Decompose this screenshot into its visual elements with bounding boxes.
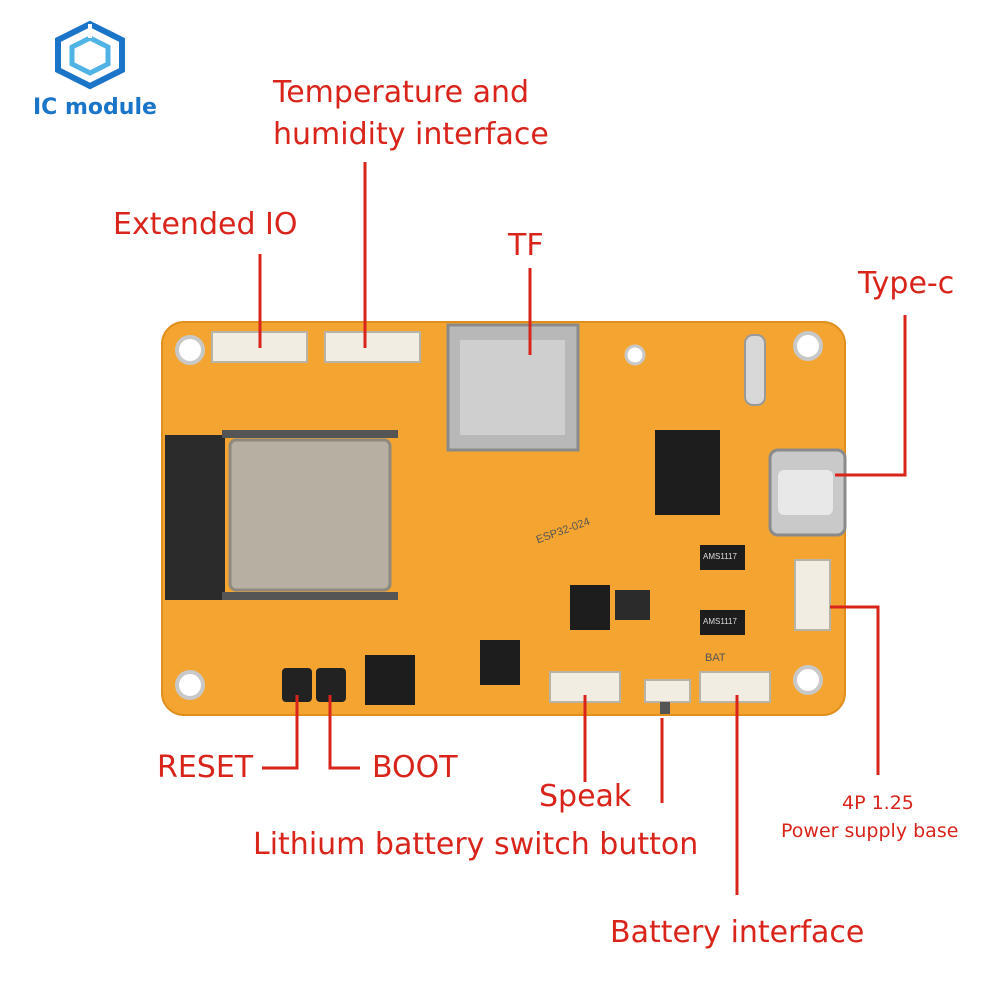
- type-c-label: Type-c: [858, 266, 955, 301]
- power-base-label-2: Power supply base: [781, 820, 959, 842]
- brand-name: IC module: [33, 95, 157, 120]
- boot-label: BOOT: [372, 750, 458, 785]
- touch-chip: [365, 655, 415, 705]
- ams1117-chip-1: [700, 545, 745, 570]
- bat-silk-text: BAT: [705, 652, 726, 664]
- esp32-module: [228, 438, 392, 592]
- boot-button-body: [316, 668, 346, 702]
- power-base-connector: [794, 559, 831, 631]
- battery-connector: [699, 671, 771, 703]
- lithium-switch-label: Lithium battery switch button: [253, 827, 699, 862]
- brand-logo: [50, 20, 130, 90]
- mount-hole-br: [793, 665, 823, 695]
- reset-button-body: [282, 668, 312, 702]
- temp-humidity-label-2: humidity interface: [273, 117, 549, 152]
- ams1117-text-1: AMS1117: [703, 552, 737, 561]
- speak-label: Speak: [539, 779, 632, 814]
- antenna-area: [165, 435, 225, 600]
- reset-label: RESET: [157, 750, 254, 785]
- temp-humidity-label-1: Temperature and: [273, 75, 530, 110]
- ams1117-text-2: AMS1117: [703, 617, 737, 626]
- speaker-amp-chip: [570, 585, 610, 630]
- battery-interface-label: Battery interface: [610, 915, 865, 950]
- ams1117-chip-2: [700, 610, 745, 635]
- hexagon-logo-icon: [55, 20, 125, 90]
- usb-uart-chip: [655, 430, 720, 515]
- tf-label: TF: [508, 228, 544, 263]
- battery-switch: [644, 679, 691, 703]
- mount-hole-tr: [793, 331, 823, 361]
- power-base-label-1: 4P 1.25: [842, 792, 914, 814]
- mount-hole-bl: [175, 670, 205, 700]
- mount-hole-tl: [175, 335, 205, 365]
- extended-io-label: Extended IO: [113, 207, 298, 242]
- temp-humidity-connector: [324, 331, 421, 363]
- charge-chip: [480, 640, 520, 685]
